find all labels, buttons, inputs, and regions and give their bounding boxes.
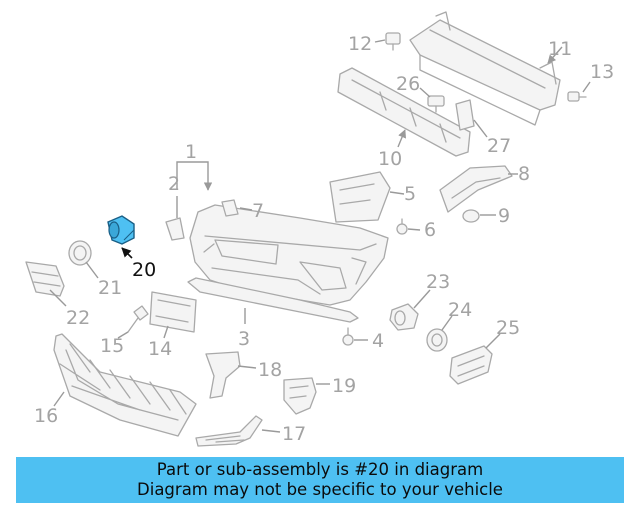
part-27-bracket [455, 99, 475, 131]
callout-2: 2 [168, 173, 180, 195]
part-7-bracket [221, 199, 239, 217]
callout-14: 14 [148, 338, 172, 360]
part-19-trim [283, 377, 317, 415]
callout-21: 21 [98, 277, 122, 299]
part-6-screw [396, 218, 408, 235]
callout-20: 20 [132, 259, 156, 281]
part-23-sensor [389, 303, 419, 331]
part-20-parking-sensor [107, 215, 135, 245]
callout-18: 18 [258, 359, 282, 381]
part-24-fog-lamp [426, 328, 448, 352]
part-15-clip [127, 305, 149, 333]
part-17-trim-strip [195, 415, 263, 447]
part-11-reinforcement-bar [409, 11, 561, 126]
parts-diagram: 11 12 13 10 26 27 1 2 [25, 11, 614, 447]
part-22-side-grille [25, 261, 65, 297]
callout-7: 7 [252, 200, 264, 222]
callout-5: 5 [404, 183, 416, 205]
part-21-fog-lamp [68, 240, 92, 266]
callout-4: 4 [372, 330, 384, 352]
part-2-trim-cap [165, 217, 185, 241]
callout-24: 24 [448, 299, 472, 321]
part-26-clip [427, 95, 445, 113]
callout-6: 6 [424, 219, 436, 241]
callout-10: 10 [378, 148, 402, 170]
callout-8: 8 [518, 163, 530, 185]
callout-11: 11 [548, 38, 572, 60]
callout-27: 27 [487, 135, 511, 157]
callout-16: 16 [34, 405, 58, 427]
callout-23: 23 [426, 271, 450, 293]
callout-22: 22 [66, 307, 90, 329]
callout-12: 12 [348, 33, 372, 55]
part-3-lower-spoiler [187, 277, 359, 323]
part-5-side-bracket [329, 171, 391, 223]
banner-line-2: Diagram may not be specific to your vehi… [137, 480, 503, 499]
part-12-bolt [385, 32, 401, 51]
part-10-absorber [337, 67, 471, 157]
callout-19: 19 [332, 375, 356, 397]
callout-9: 9 [498, 205, 510, 227]
callout-17: 17 [282, 423, 306, 445]
callout-25: 25 [496, 317, 520, 339]
part-18-bracket [205, 351, 241, 399]
part-16-grille [53, 333, 197, 437]
callout-3: 3 [238, 328, 250, 350]
part-4-screw [342, 327, 354, 346]
part-8-guide-bracket [439, 165, 513, 213]
part-14-plate-bracket [149, 291, 197, 333]
part-9-grommet [462, 209, 480, 223]
callout-15: 15 [100, 335, 124, 357]
callout-13: 13 [590, 61, 614, 83]
banner-line-1: Part or sub-assembly is #20 in diagram [156, 460, 484, 479]
info-banner: Part or sub-assembly is #20 in diagram D… [16, 457, 624, 503]
callout-26: 26 [396, 73, 420, 95]
part-25-side-grille [449, 345, 493, 385]
callout-1: 1 [185, 141, 197, 163]
part-13-bolt [567, 91, 587, 102]
